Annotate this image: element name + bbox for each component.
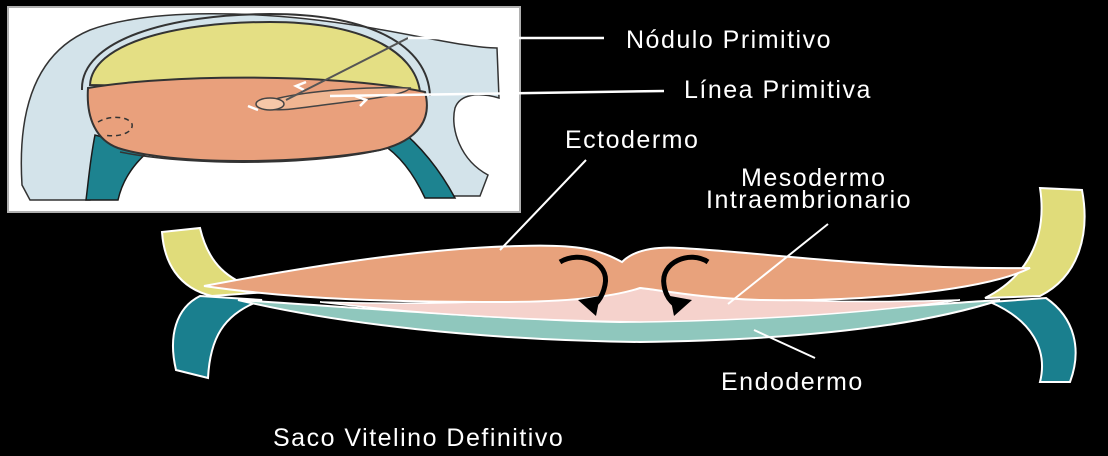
label-nodulo-primitivo: Nódulo Primitivo [626,26,832,54]
label-endodermo: Endodermo [721,368,864,396]
label-saco-vitelino: Saco Vitelino Definitivo [273,424,564,452]
inset-primitive-node [256,98,284,110]
yolk-sac-wall-left [173,296,262,378]
label-linea-primitiva: Línea Primitiva [684,76,872,104]
label-intraembrionario: Intraembrionario [706,186,912,214]
ectoderm-layer [204,246,1030,302]
label-ectodermo: Ectodermo [565,126,699,154]
cross-section [162,188,1085,382]
amnion-wall-right [985,188,1085,298]
yolk-sac-wall-right [990,298,1076,382]
